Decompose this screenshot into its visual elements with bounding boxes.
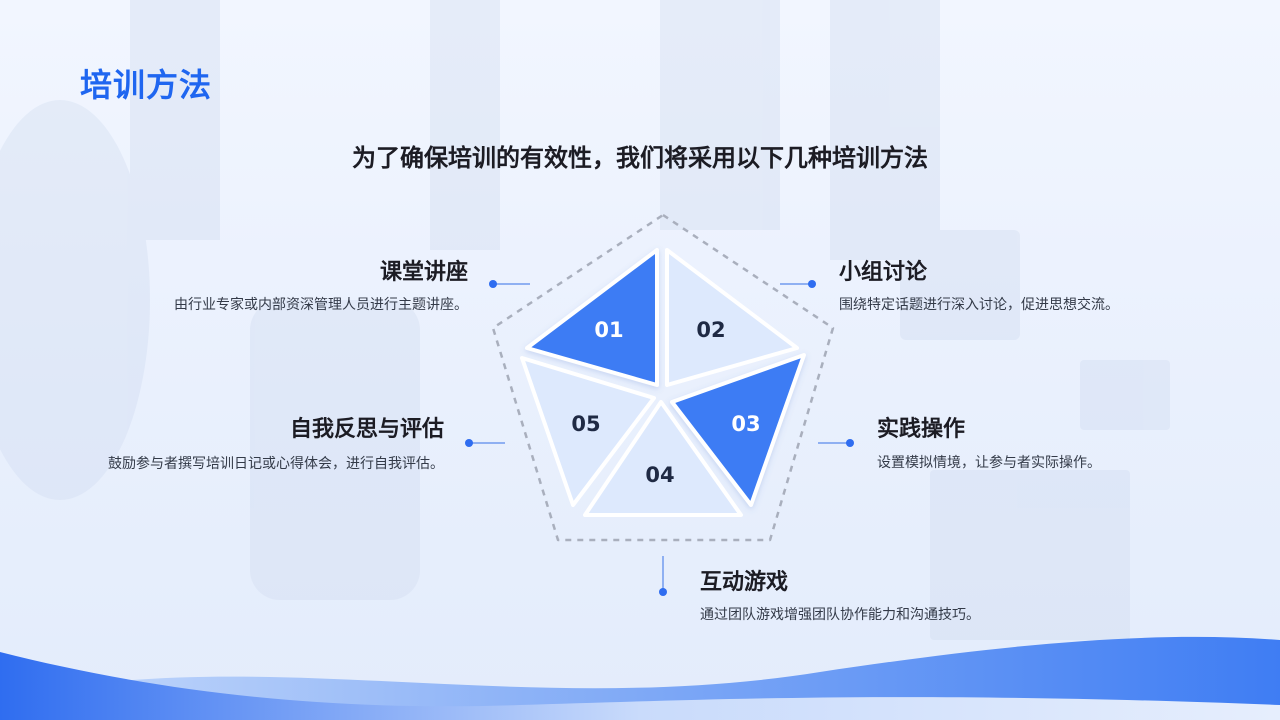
connector-dot-01: [489, 280, 497, 288]
segment-04-number: 04: [630, 463, 690, 487]
segment-05-number: 05: [556, 412, 616, 436]
item-04-title: 互动游戏: [700, 564, 788, 596]
connector-dot-05: [465, 439, 473, 447]
connector-dot-04: [659, 588, 667, 596]
segment-03-number: 03: [716, 412, 776, 436]
item-02-title: 小组讨论: [839, 254, 927, 286]
item-05-title: 自我反思与评估: [290, 411, 444, 443]
segment-02-number: 02: [681, 318, 741, 342]
item-03-title: 实践操作: [877, 411, 965, 443]
segment-01-number: 01: [579, 318, 639, 342]
item-01-description: 由行业专家或内部资深管理人员进行主题讲座。: [108, 291, 468, 320]
item-04-description: 通过团队游戏增强团队协作能力和沟通技巧。: [700, 601, 1100, 630]
item-03-description: 设置模拟情境，让参与者实际操作。: [877, 449, 1237, 478]
connector-dot-02: [808, 280, 816, 288]
item-05-description: 鼓励参与者撰写培训日记或心得体会，进行自我评估。: [104, 450, 444, 479]
item-02-description: 围绕特定话题进行深入讨论，促进思想交流。: [839, 291, 1239, 320]
item-01-title: 课堂讲座: [380, 254, 468, 286]
connector-dot-03: [846, 439, 854, 447]
